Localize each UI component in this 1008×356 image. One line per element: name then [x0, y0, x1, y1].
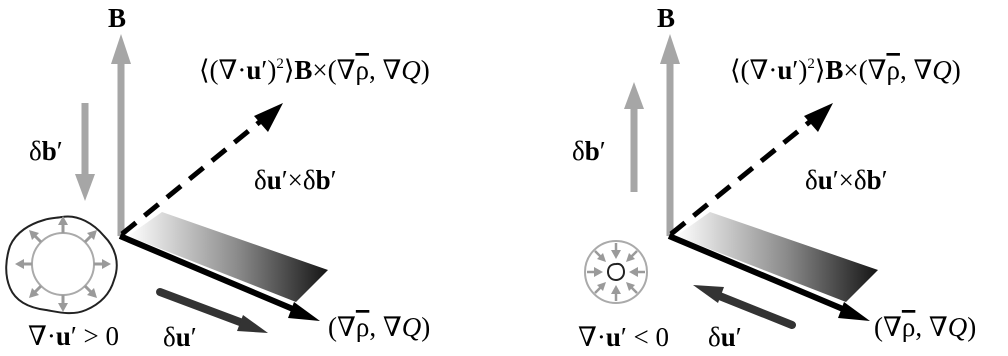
- delta-u-label: δu′: [708, 322, 742, 352]
- gradient-label: (∇ρ, ∇Q): [328, 312, 430, 342]
- b-field-arrow: [660, 34, 680, 236]
- delta-b-label: δb′: [572, 136, 606, 166]
- panel-left: B ⟨(∇·u′)2⟩B×(∇ρ, ∇Q) (∇ρ, ∇Q) δb′ δu′×δ…: [5, 3, 430, 352]
- delta-u-arrow: [156, 288, 268, 333]
- contracting-fluid-element: [584, 240, 648, 304]
- correlation-arrow: [120, 103, 283, 236]
- delta-b-arrow: [624, 82, 644, 192]
- gradient-arrow: [118, 233, 320, 321]
- correlation-arrow: [669, 103, 833, 236]
- gradient-arrow: [667, 233, 870, 321]
- delta-b-label: δb′: [29, 136, 63, 166]
- delta-b-arrow: [75, 103, 95, 201]
- cross-product-label: δu′×δb′: [254, 165, 337, 195]
- delta-u-arrow: [693, 285, 796, 329]
- expanding-fluid-element: [5, 215, 118, 315]
- gradient-sheet: [676, 212, 878, 302]
- divergence-label: ∇·u′ < 0: [578, 322, 669, 352]
- panel-right: B ⟨(∇·u′)2⟩B×(∇ρ, ∇Q) (∇ρ, ∇Q) δb′ δu′×δ…: [572, 3, 976, 352]
- divergence-label: ∇·u′ > 0: [28, 321, 119, 351]
- gradient-sheet: [128, 212, 328, 302]
- correlation-label: ⟨(∇·u′)2⟩B×(∇ρ, ∇Q): [730, 55, 961, 85]
- b-field-label: B: [657, 3, 675, 33]
- cross-product-label: δu′×δb′: [805, 165, 888, 195]
- b-field-arrow: [111, 34, 131, 236]
- gradient-label: (∇ρ, ∇Q): [874, 312, 976, 342]
- delta-u-label: δu′: [163, 322, 197, 352]
- b-field-label: B: [108, 3, 126, 33]
- correlation-label: ⟨(∇·u′)2⟩B×(∇ρ, ∇Q): [199, 55, 430, 85]
